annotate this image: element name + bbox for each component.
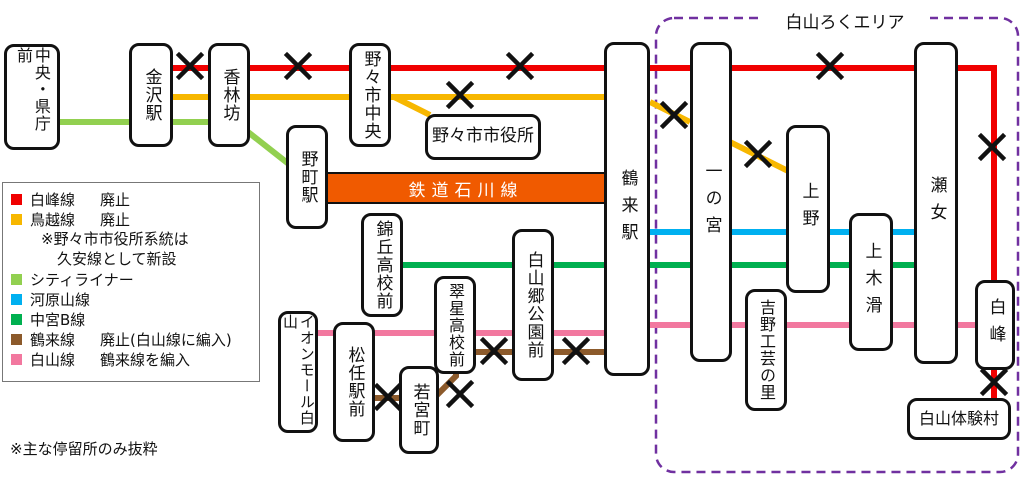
abolished-mark — [505, 51, 535, 81]
legend-label: 白峰線 — [30, 190, 76, 209]
legend-swatch-brown — [11, 333, 22, 345]
stop-matto-station[interactable]: 松任駅前 — [333, 322, 375, 442]
legend-status: 鶴来線を編入 — [100, 350, 191, 369]
legend-swatch-red — [11, 193, 22, 205]
stop-senami[interactable]: 瀬女 — [914, 42, 958, 364]
legend-status: 廃止 — [100, 190, 131, 209]
legend-nakamiya: 中宮B線 — [11, 309, 251, 329]
legend-status: 廃止(白山線に編入) — [100, 330, 232, 349]
hakusan-area-boundary — [654, 16, 1020, 474]
stop-ichinomiya[interactable]: 一の宮 — [690, 42, 732, 362]
legend-swatch-pink — [11, 353, 22, 365]
hakusan-area-label: 白山ろくエリア — [760, 8, 930, 33]
abolished-mark — [979, 367, 1009, 397]
stop-hakusan-taikenmura[interactable]: 白山体験村 — [907, 398, 1011, 440]
legend-note: 久安線として新設 — [57, 250, 177, 268]
legend-torigoe: 鳥越線 廃止 — [11, 209, 251, 229]
legend-label: 中宮B線 — [30, 310, 86, 329]
stop-shiramine[interactable]: 白峰 — [975, 280, 1015, 370]
abolished-mark — [743, 139, 773, 169]
stop-yoshino-kogei[interactable]: 吉野工芸の里 — [745, 289, 787, 411]
stop-kanazawa-station[interactable]: 金沢駅 — [129, 43, 173, 147]
hakuho-line — [170, 65, 997, 290]
legend: 白峰線 廃止 鳥越線 廃止 ※野々市市役所系統は 久安線として新設 シティライナ… — [2, 182, 260, 382]
legend-label: 鶴来線 — [30, 330, 76, 349]
stop-wakamiya[interactable]: 若宮町 — [399, 366, 439, 454]
abolished-mark — [445, 80, 475, 110]
stop-nonoichi-chuo[interactable]: 野々市中央 — [349, 43, 391, 147]
legend-label: 白山線 — [30, 350, 76, 369]
abolished-mark — [815, 51, 845, 81]
abolished-mark — [373, 382, 403, 412]
legend-swatch-lightgreen — [11, 273, 22, 285]
abolished-mark — [283, 51, 313, 81]
legend-kawara: 河原山線 — [11, 289, 251, 309]
legend-hakusan: 白山線 鶴来線を編入 — [11, 349, 251, 369]
rail-ishikawa-line: 鉄道石川線 — [326, 172, 606, 204]
legend-swatch-blue — [11, 293, 22, 305]
abolished-mark — [977, 132, 1007, 162]
footnote: ※主な停留所のみ抜粋 — [10, 440, 158, 458]
legend-swatch-green — [11, 313, 22, 325]
abolished-mark — [561, 336, 591, 366]
stop-tsurugi-station[interactable]: 鶴来駅 — [604, 42, 650, 376]
legend-hakuho: 白峰線 廃止 — [11, 189, 251, 209]
stop-aeon-mall[interactable]: イオンモール白山 — [278, 311, 318, 433]
stop-nonoichi-city-hall[interactable]: 野々市市役所 — [425, 114, 541, 160]
stop-nishikigaoka[interactable]: 錦丘高校前 — [361, 213, 403, 317]
stop-chuo-kencho[interactable]: 中央・県庁前 — [4, 44, 60, 150]
stop-hakusango-park[interactable]: 白山郷公園前 — [512, 229, 554, 381]
legend-note: ※野々市市役所系統は — [41, 230, 189, 248]
abolished-mark — [479, 336, 509, 366]
stop-korinbo[interactable]: 香林坊 — [208, 43, 250, 147]
abolished-mark — [175, 51, 205, 81]
legend-label: 河原山線 — [30, 290, 91, 309]
stop-kaminameri[interactable]: 上木滑 — [849, 213, 893, 351]
legend-swatch-yellow — [11, 213, 22, 225]
legend-tsurugi: 鶴来線 廃止(白山線に編入) — [11, 329, 251, 349]
legend-label: シティライナー — [30, 270, 134, 289]
legend-status: 廃止 — [100, 210, 131, 229]
abolished-mark — [659, 100, 689, 130]
stop-nomachi-station[interactable]: 野町駅 — [286, 125, 328, 229]
legend-city-liner: シティライナー — [11, 269, 251, 289]
stop-suisei-high[interactable]: 翠星高校前 — [434, 276, 476, 374]
legend-label: 鳥越線 — [30, 210, 76, 229]
abolished-mark — [445, 379, 475, 409]
city-liner-line-3 — [246, 129, 292, 168]
stop-kamino[interactable]: 上野 — [786, 125, 830, 293]
